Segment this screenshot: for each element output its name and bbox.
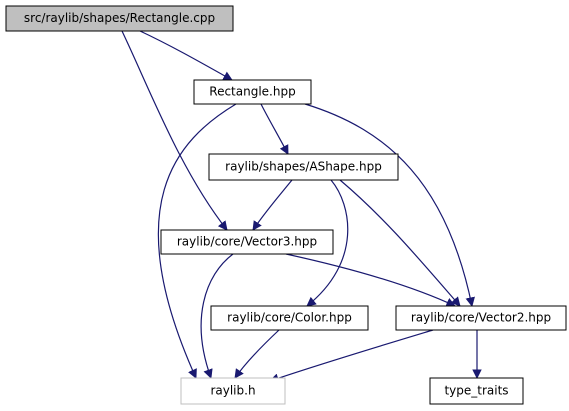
node-raylib-h-label: raylib.h	[210, 384, 255, 398]
edge-root-to-rectangle-hpp	[139, 30, 233, 81]
edge-vector2-hpp-to-raylib-h	[269, 329, 434, 383]
node-raylib-h[interactable]: raylib.h	[180, 377, 286, 405]
edge-rectangle-hpp-to-vector2-hpp	[304, 103, 475, 307]
node-ashape-hpp-box	[208, 153, 399, 181]
node-vector2-hpp-box	[395, 305, 567, 331]
node-ashape-hpp-label: raylib/shapes/AShape.hpp	[225, 160, 382, 174]
node-root-box	[5, 5, 234, 32]
node-color-hpp-label: raylib/core/Color.hpp	[227, 311, 352, 325]
node-type-traits-box	[429, 377, 524, 405]
edge-vector3-hpp-to-raylib-h	[200, 253, 234, 379]
node-vector2-hpp[interactable]: raylib/core/Vector2.hpp	[395, 305, 567, 331]
edge-root-to-vector3-hpp	[121, 30, 228, 231]
node-color-hpp[interactable]: raylib/core/Color.hpp	[210, 305, 369, 331]
node-type-traits-label: type_traits	[444, 384, 508, 398]
node-vector3-hpp-box	[160, 229, 334, 255]
node-vector3-hpp[interactable]: raylib/core/Vector3.hpp	[160, 229, 334, 255]
edge-rectangle-hpp-to-ashape-hpp	[260, 103, 289, 155]
edge-ashape-hpp-to-vector2-hpp	[339, 179, 461, 307]
edge-rectangle-hpp-to-raylib-h	[157, 103, 237, 379]
node-root-label: src/raylib/shapes/Rectangle.cpp	[24, 11, 215, 25]
edge-color-hpp-to-raylib-h	[234, 329, 280, 379]
node-raylib-h-box	[180, 377, 286, 405]
node-rectangle-hpp[interactable]: Rectangle.hpp	[193, 79, 312, 105]
node-vector3-hpp-label: raylib/core/Vector3.hpp	[177, 235, 317, 249]
node-vector2-hpp-label: raylib/core/Vector2.hpp	[411, 311, 551, 325]
edge-ashape-hpp-to-color-hpp	[306, 179, 349, 307]
node-type-traits[interactable]: type_traits	[429, 377, 524, 405]
node-color-hpp-box	[210, 305, 369, 331]
edges	[121, 30, 482, 383]
node-rectangle-hpp-box	[193, 79, 312, 105]
node-rectangle-hpp-label: Rectangle.hpp	[209, 85, 295, 99]
edge-ashape-hpp-to-vector3-hpp	[252, 179, 293, 231]
node-root[interactable]: src/raylib/shapes/Rectangle.cpp	[5, 5, 234, 32]
edge-vector3-hpp-to-vector2-hpp	[285, 253, 456, 307]
node-ashape-hpp[interactable]: raylib/shapes/AShape.hpp	[208, 153, 399, 181]
